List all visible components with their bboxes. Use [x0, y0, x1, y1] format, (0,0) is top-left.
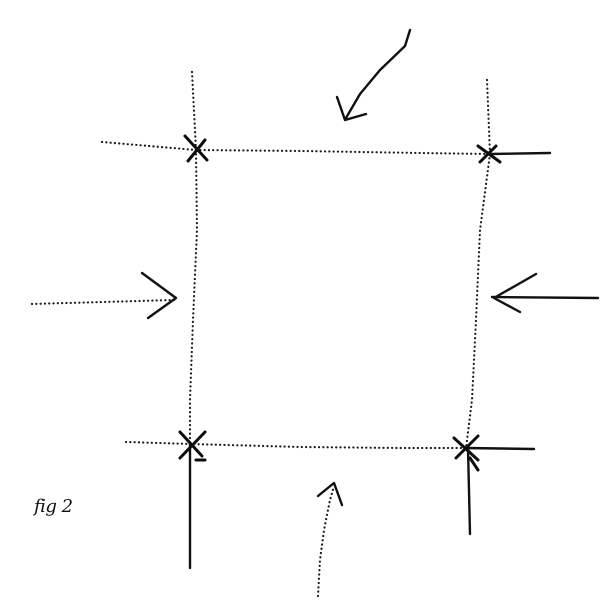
- corner-cross-bottom-right: [452, 434, 480, 472]
- arrow-bottom: [316, 481, 344, 598]
- corner-cross-bottom-left: [178, 430, 207, 462]
- top-right-vertical-extension: [485, 78, 492, 156]
- top-left-vertical-extension: [190, 70, 198, 152]
- corner-cross-top-left: [183, 134, 209, 163]
- square-bottom-edge: [188, 442, 467, 450]
- arrow-top-diagonal: [335, 28, 412, 122]
- bottom-right-horizontal-extension: [464, 446, 536, 451]
- arrow-left: [30, 271, 178, 320]
- top-right-horizontal-extension: [488, 151, 552, 156]
- bottom-left-horizontal-extension: [124, 440, 192, 446]
- corner-cross-top-right: [476, 144, 502, 164]
- square-right-edge: [464, 152, 492, 450]
- bottom-right-vertical-extension: [466, 446, 472, 536]
- figure-label: fig 2: [34, 496, 73, 517]
- square-left-edge: [188, 148, 199, 446]
- top-left-horizontal-extension: [100, 140, 198, 152]
- arrow-right: [490, 272, 600, 314]
- square-top-edge: [194, 148, 492, 156]
